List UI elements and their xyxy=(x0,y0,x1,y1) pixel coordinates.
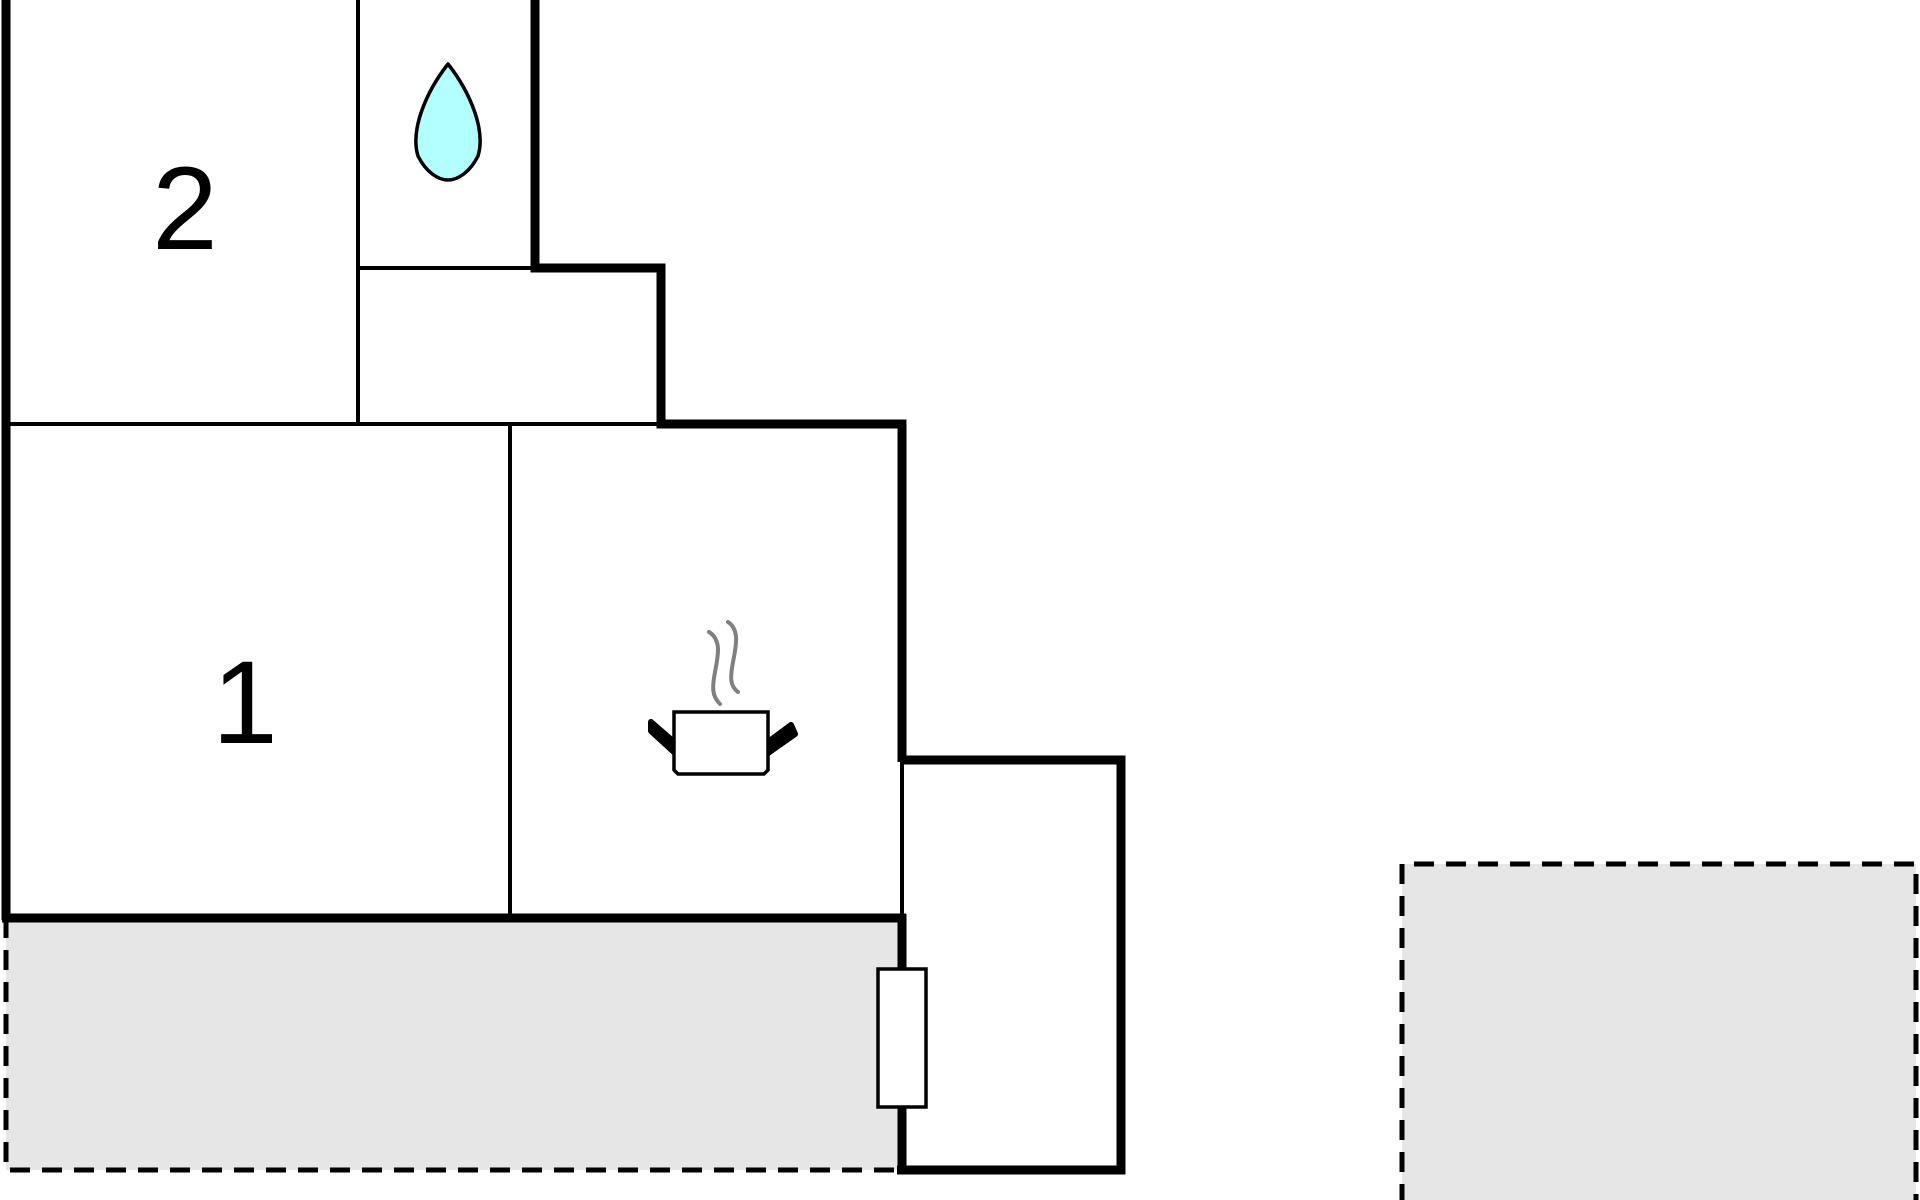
pot-body xyxy=(672,710,770,776)
terrace-area-right xyxy=(1402,864,1916,1200)
water-drop-icon xyxy=(414,62,482,182)
cooking-pot-icon xyxy=(648,620,798,776)
exterior-wall xyxy=(897,755,1126,1175)
exterior-walls xyxy=(1,0,1126,1175)
interior-walls xyxy=(6,0,904,918)
steam-line xyxy=(726,620,740,694)
room-label-2: 2 xyxy=(152,143,218,275)
exterior-wall xyxy=(530,0,907,762)
room-label-1: 1 xyxy=(212,637,278,769)
terrace-area-right-outline xyxy=(1399,861,1919,1200)
pot-handle-left xyxy=(648,719,677,755)
terrace-area-left-outline xyxy=(3,918,901,1173)
pot-handle-right xyxy=(765,722,798,756)
terrace-area-left xyxy=(6,918,901,1170)
door-icon xyxy=(876,967,928,1109)
steam-line xyxy=(707,630,722,706)
